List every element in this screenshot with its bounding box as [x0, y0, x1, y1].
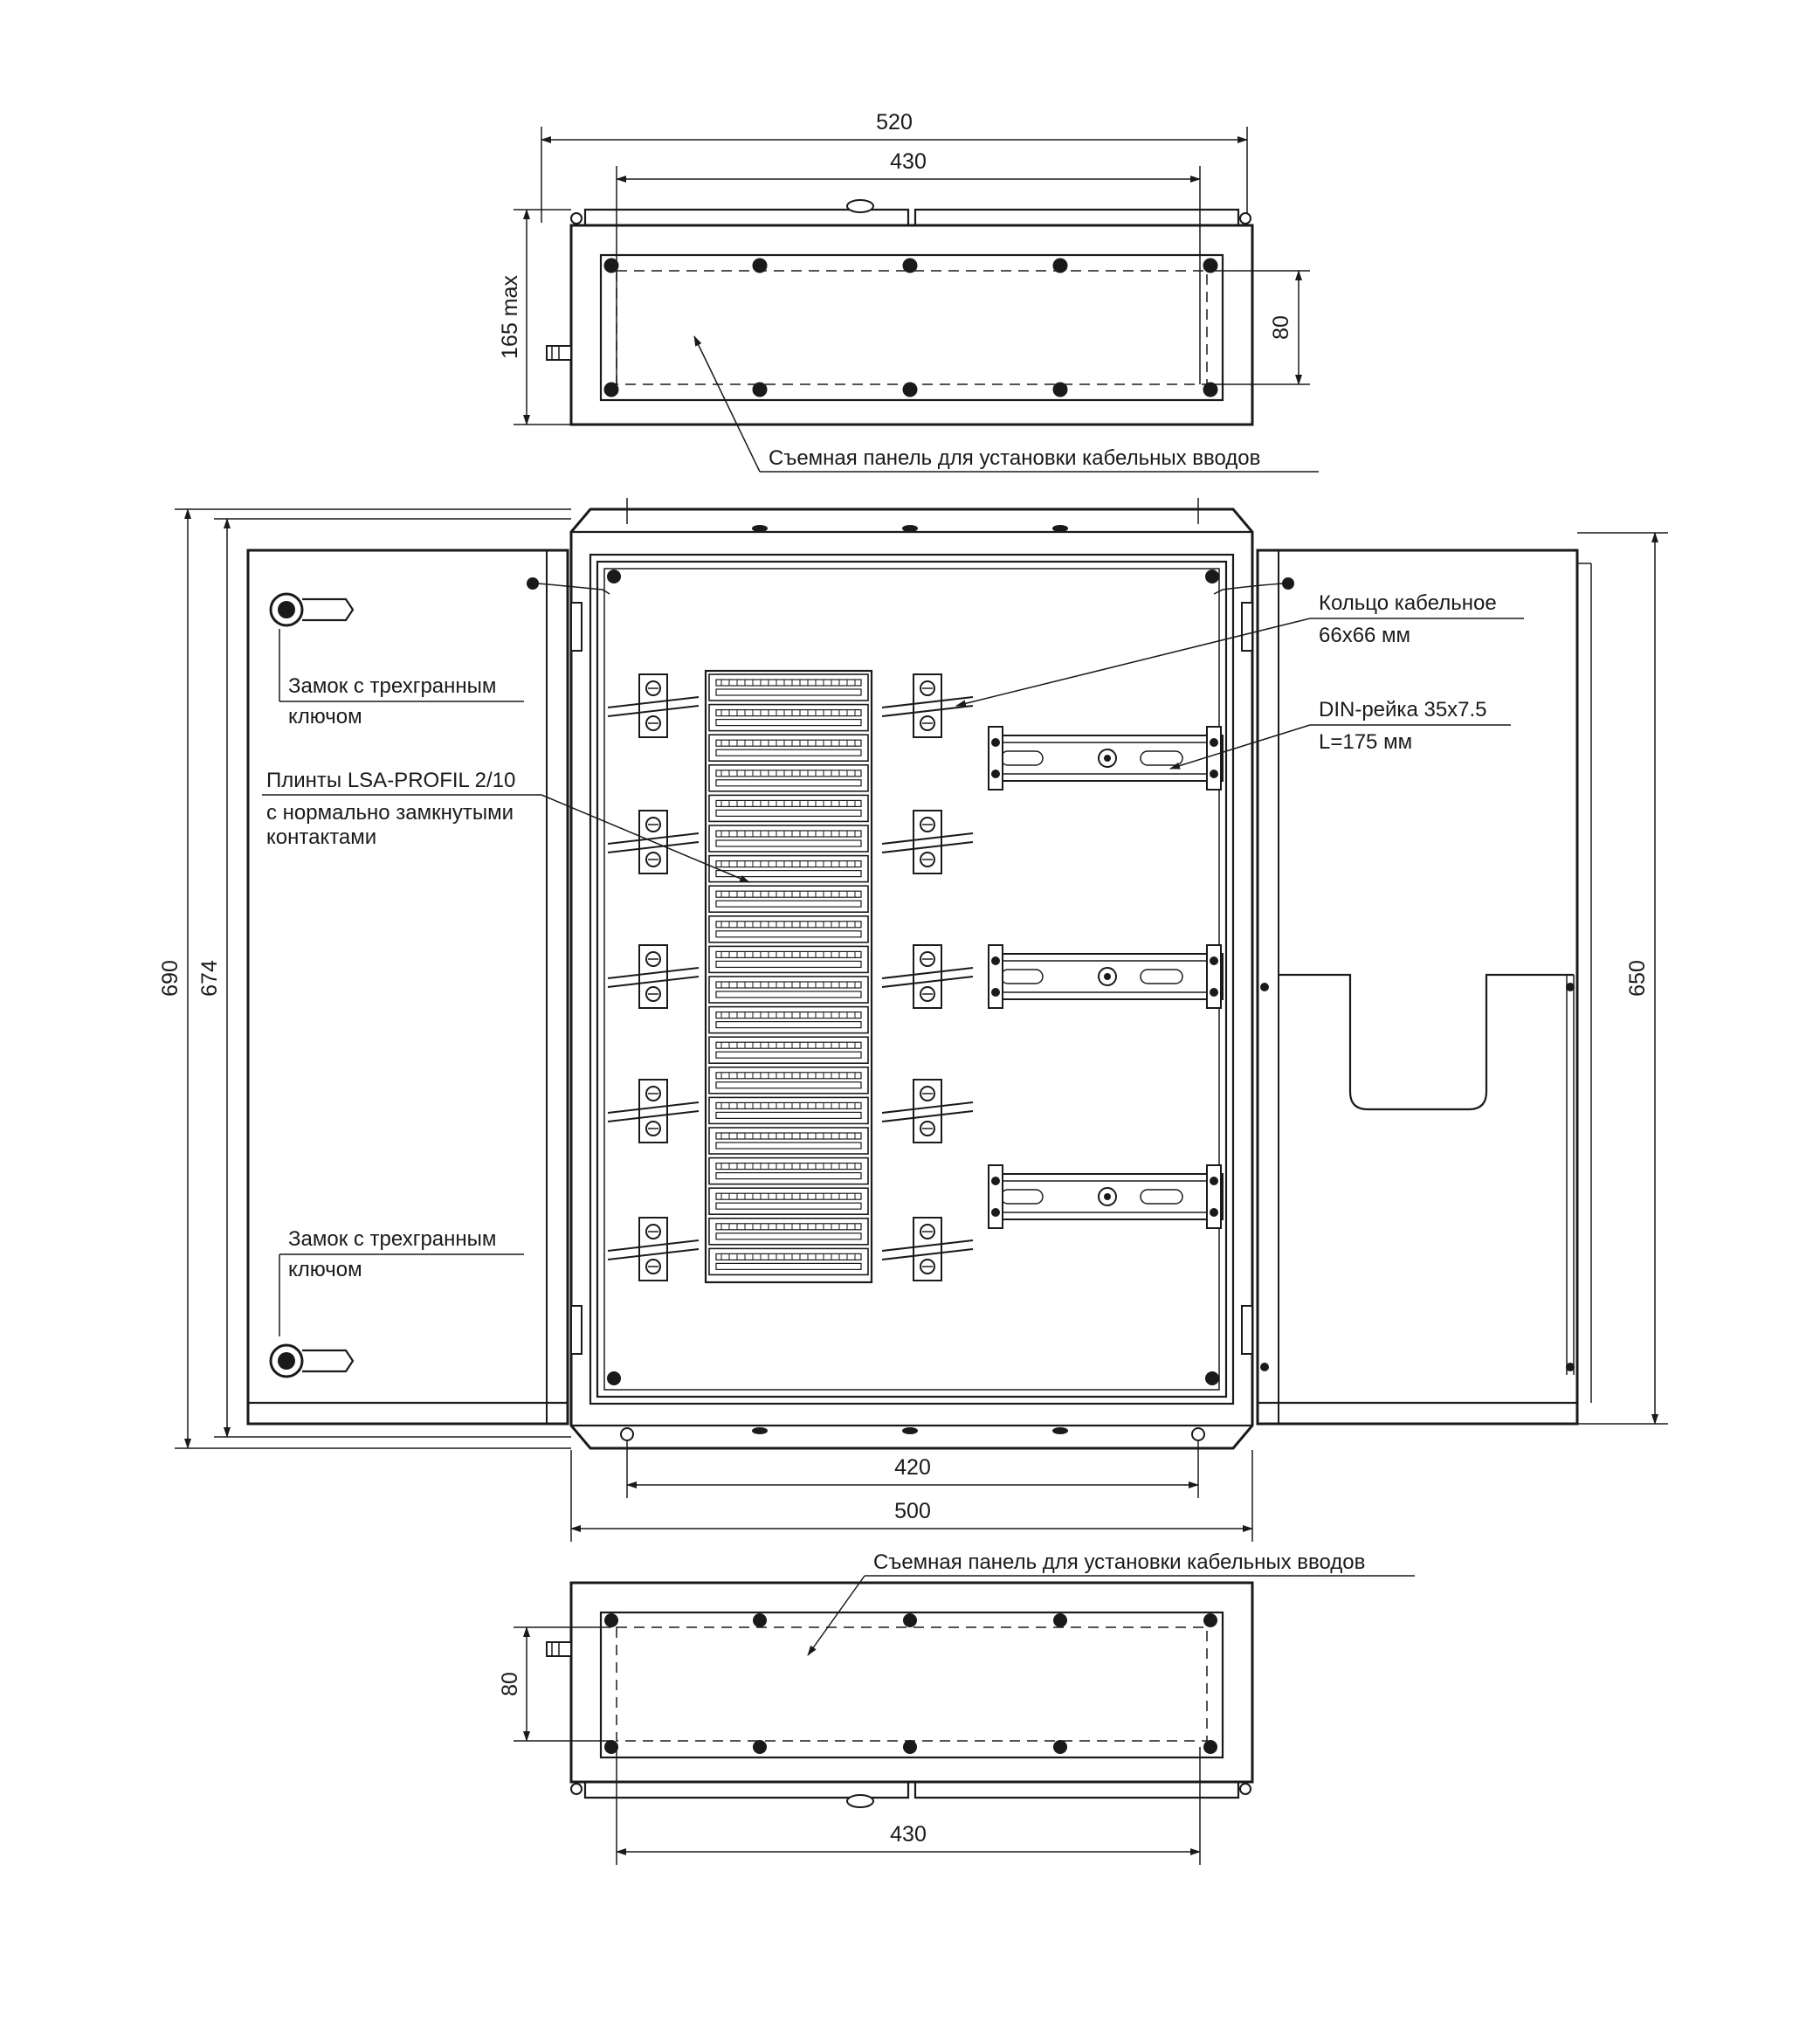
dim-top-inner-width: 430	[890, 149, 927, 174]
front-view: 690 674	[158, 498, 1668, 1542]
dim-top-depth: 165 max	[498, 275, 522, 359]
top-panel-screws	[603, 258, 1218, 397]
plinth-module	[708, 976, 869, 1004]
plinth-module	[708, 945, 869, 974]
cable-ring	[607, 673, 700, 738]
label-lock-top-line2: ключом	[288, 705, 362, 728]
plinth-module	[708, 794, 869, 823]
dim-bottom-inner-width: 430	[890, 1822, 927, 1847]
label-plinth-line3: контактами	[266, 825, 376, 849]
lock-bottom-icon	[269, 1343, 355, 1378]
dim-mounting-width: 420	[894, 1455, 931, 1480]
plinth-module	[708, 1036, 869, 1064]
plinth-module	[708, 703, 869, 732]
plinth-module	[708, 1067, 869, 1094]
din-rail	[988, 944, 1224, 1009]
plinth-module	[708, 885, 869, 914]
dim-top-outer-width: 520	[876, 110, 913, 135]
plinth-module	[708, 1156, 869, 1185]
din-rails	[988, 726, 1224, 1229]
label-lock-bottom-line1: Замок с трехгранным	[288, 1227, 496, 1251]
cable-ring	[881, 810, 974, 874]
plinth-module	[708, 854, 869, 883]
bottom-view: Съемная панель для установки кабельных в…	[498, 1550, 1415, 1865]
cable-ring	[607, 1217, 700, 1281]
label-ring-line1: Кольцо кабельное	[1319, 591, 1497, 615]
lock-top-icon	[269, 592, 355, 627]
cable-ring	[881, 944, 974, 1009]
plinth-module	[708, 915, 869, 943]
din-rail	[988, 726, 1224, 791]
label-lock-top-line1: Замок с трехгранным	[288, 674, 496, 698]
din-rail	[988, 1164, 1224, 1229]
dim-bottom-panel-height: 80	[498, 1672, 522, 1696]
cable-ring	[881, 1217, 974, 1281]
cable-rings	[607, 673, 974, 1281]
plinth-module	[708, 1127, 869, 1155]
cable-ring	[881, 673, 974, 738]
label-din-line2: L=175 мм	[1319, 730, 1412, 754]
label-bottom-panel: Съемная панель для установки кабельных в…	[873, 1550, 1365, 1574]
dim-right-door-height: 650	[1625, 960, 1650, 997]
label-top-panel: Съемная панель для установки кабельных в…	[769, 446, 1260, 470]
left-door: Замок с трехгранным ключом Замок с трехг…	[246, 549, 750, 1426]
plinth-module	[708, 1005, 869, 1034]
dim-body-width: 500	[894, 1499, 931, 1523]
cable-ring	[607, 1079, 700, 1143]
plinth-module	[708, 673, 869, 701]
cable-ring	[881, 1079, 974, 1143]
dim-top-panel-height: 80	[1269, 315, 1293, 340]
bottom-panel-screws	[604, 1613, 1217, 1754]
label-din-line1: DIN-рейка 35х7.5	[1319, 698, 1487, 722]
plinth-module	[708, 1187, 869, 1215]
plinth-module	[708, 734, 869, 763]
cable-ring	[607, 944, 700, 1009]
right-door: 650	[1256, 532, 1668, 1426]
plinth-module	[708, 825, 869, 853]
label-lock-bottom-line2: ключом	[288, 1258, 362, 1281]
lsa-plinth-block	[704, 669, 873, 1284]
dim-overall-height: 690	[158, 960, 183, 997]
top-view: 520 430 165 max 80	[498, 110, 1319, 473]
label-plinth-line1: Плинты LSA-PROFIL 2/10	[266, 769, 515, 792]
dim-door-height: 674	[197, 960, 222, 997]
plinth-module	[708, 1218, 869, 1246]
plinth-module	[708, 763, 869, 792]
label-plinth-line2: с нормально замкнутыми	[266, 801, 514, 825]
label-ring-line2: 66х66 мм	[1319, 624, 1410, 647]
plinth-module	[708, 1096, 869, 1125]
plinth-module	[708, 1247, 869, 1276]
